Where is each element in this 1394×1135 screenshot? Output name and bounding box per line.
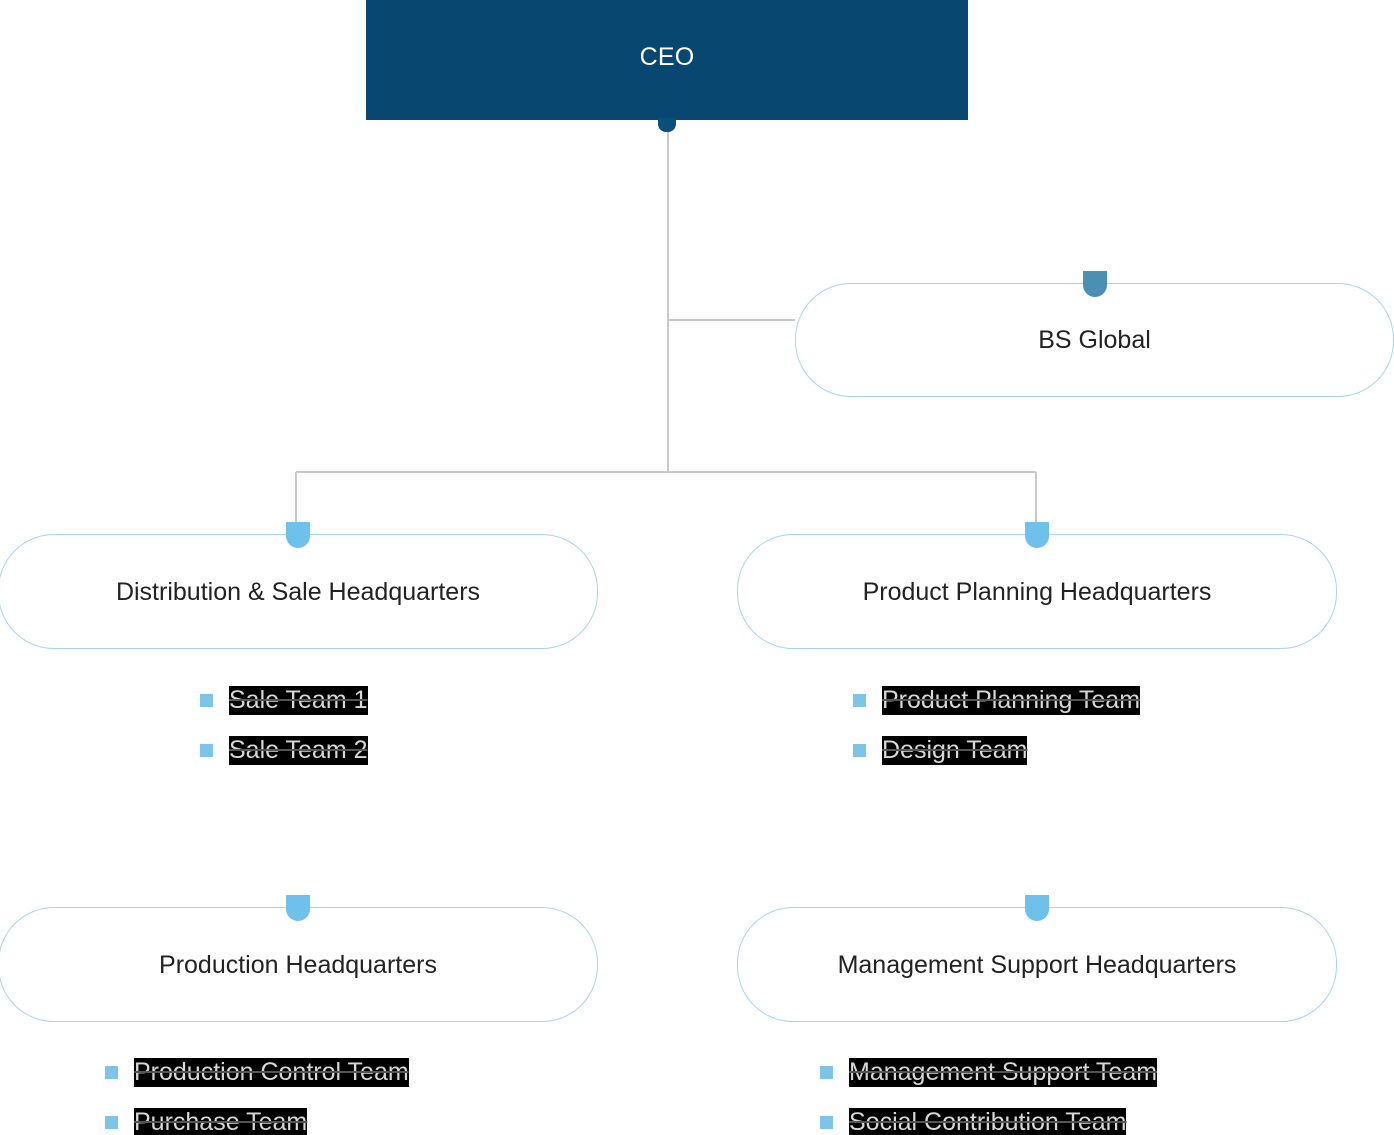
- team-list-management-support: Management Support Team Social Contribut…: [820, 1047, 1158, 1135]
- connector-nub-icon: [1083, 271, 1107, 297]
- node-distribution-sale-headquarters[interactable]: Distribution & Sale Headquarters: [0, 522, 598, 649]
- node-management-support-headquarters[interactable]: Management Support Headquarters: [737, 895, 1337, 1022]
- list-item[interactable]: Sale Team 2: [200, 725, 368, 775]
- team-list-production: Production Control Team Purchase Team: [105, 1047, 409, 1135]
- node-product-planning-headquarters-label: Product Planning Headquarters: [862, 577, 1212, 606]
- connector-nub-icon: [1025, 522, 1049, 548]
- bullet-icon: [853, 693, 866, 707]
- node-bs-global-label: BS Global: [1038, 326, 1151, 354]
- bullet-icon: [200, 693, 213, 707]
- list-item[interactable]: Production Control Team: [105, 1047, 409, 1097]
- list-item[interactable]: Product Planning Team: [853, 675, 1141, 725]
- node-management-support-headquarters-label: Management Support Headquarters: [837, 950, 1237, 979]
- connector-nub-icon: [1025, 895, 1049, 921]
- team-list-product-planning: Product Planning Team Design Team: [853, 675, 1141, 775]
- team-label: Purchase Team: [134, 1107, 308, 1135]
- node-production-headquarters[interactable]: Production Headquarters: [0, 895, 598, 1022]
- team-label: Design Team: [882, 735, 1028, 765]
- list-item[interactable]: Sale Team 1: [200, 675, 368, 725]
- bullet-icon: [105, 1115, 118, 1129]
- connector-nub-icon: [286, 895, 310, 921]
- team-label: Social Contribution Team: [849, 1107, 1127, 1135]
- team-label: Production Control Team: [134, 1057, 409, 1087]
- node-product-planning-headquarters[interactable]: Product Planning Headquarters: [737, 522, 1337, 649]
- node-production-headquarters-label: Production Headquarters: [159, 950, 437, 979]
- team-label: Sale Team 1: [229, 685, 368, 715]
- team-label: Management Support Team: [849, 1057, 1158, 1087]
- node-ceo-label: CEO: [639, 42, 695, 71]
- team-label: Product Planning Team: [882, 685, 1141, 715]
- team-label: Sale Team 2: [229, 735, 368, 765]
- list-item[interactable]: Design Team: [853, 725, 1140, 775]
- node-distribution-sale-headquarters-label: Distribution & Sale Headquarters: [115, 577, 481, 606]
- node-bs-global[interactable]: BS Global: [795, 271, 1394, 397]
- bullet-icon: [200, 743, 213, 757]
- bullet-icon: [853, 743, 866, 757]
- bullet-icon: [820, 1065, 833, 1079]
- node-ceo[interactable]: CEO: [366, 0, 968, 132]
- connector-nub-icon: [286, 522, 310, 548]
- connector-nub-icon: [658, 118, 676, 132]
- bullet-icon: [105, 1065, 118, 1079]
- list-item[interactable]: Purchase Team: [105, 1097, 409, 1135]
- team-list-distribution-sale: Sale Team 1 Sale Team 2: [200, 675, 368, 775]
- list-item[interactable]: Social Contribution Team: [820, 1097, 1157, 1135]
- list-item[interactable]: Management Support Team: [820, 1047, 1158, 1097]
- bullet-icon: [820, 1115, 833, 1129]
